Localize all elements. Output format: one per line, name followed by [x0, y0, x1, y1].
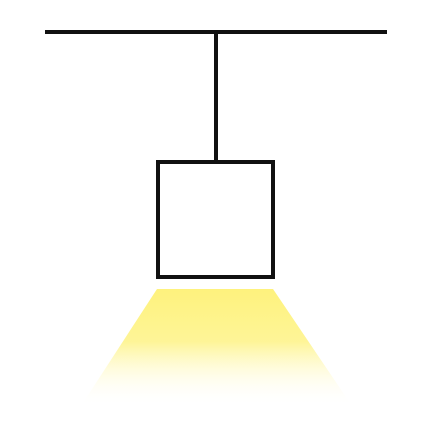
light-beam: [81, 289, 352, 406]
lamp-shade-box: [156, 160, 275, 279]
